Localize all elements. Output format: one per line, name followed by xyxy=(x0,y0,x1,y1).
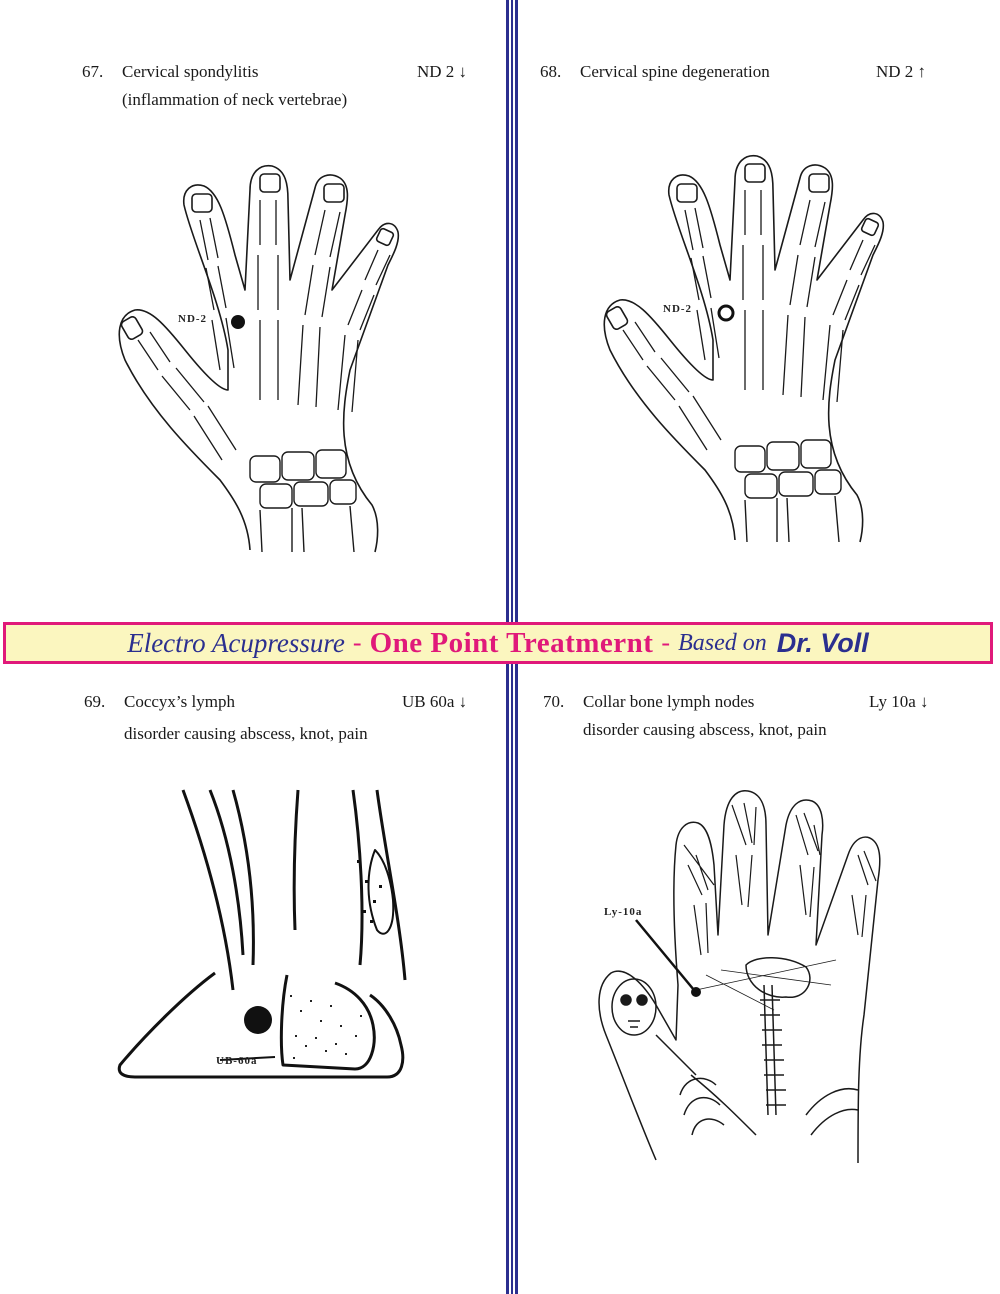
entry-number: 69. xyxy=(84,692,106,711)
palm-skeleton-illustration: Ly-10a xyxy=(598,790,881,1164)
point-label: UB-60a xyxy=(216,1055,257,1067)
hand-skeleton-illustration: ND-2 xyxy=(118,164,400,553)
point-code: Ly 10a ↓ xyxy=(869,692,929,711)
ankle-point-marker: UB-60a xyxy=(216,1006,272,1067)
banner-separator: - xyxy=(661,628,671,657)
banner-text-based-on: Based on xyxy=(678,629,767,656)
entry-70: 70. Collar bone lymph nodes disorder cau… xyxy=(543,688,963,748)
point-code: ND 2 ↓ xyxy=(417,62,468,81)
entry-subtitle: (inflammation of neck vertebrae) xyxy=(122,90,348,109)
entry-67: 67. Cervical spondylitis (inflammation o… xyxy=(82,58,482,118)
entry-title: Coccyx’s lymph xyxy=(124,692,235,711)
entry-68: 68. Cervical spine degeneration ND 2 ↑ xyxy=(540,58,960,88)
entry-number: 70. xyxy=(543,692,565,711)
banner-text-dr-voll: Dr. Voll xyxy=(776,627,869,658)
ankle-foot-illustration xyxy=(181,789,407,991)
title-banner: Electro Acupressure - One Point Treatmer… xyxy=(3,622,993,664)
banner-text-one-point: One Point Treatmernt xyxy=(369,626,654,659)
entry-subtitle: disorder causing abscess, knot, pain xyxy=(583,720,827,739)
point-label: Ly-10a xyxy=(604,906,642,918)
entry-title: Cervical spondylitis xyxy=(122,62,259,81)
entry-title: Collar bone lymph nodes xyxy=(583,692,755,711)
point-label: ND-2 xyxy=(663,303,692,315)
banner-separator: - xyxy=(352,628,362,657)
hand-skeleton-illustration: ND-2 xyxy=(603,154,885,543)
entry-number: 67. xyxy=(82,62,104,81)
point-code: UB 60a ↓ xyxy=(402,692,468,711)
entry-subtitle: disorder causing abscess, knot, pain xyxy=(124,724,368,743)
banner-text-electro: Electro Acupressure xyxy=(127,627,345,658)
point-label: ND-2 xyxy=(178,313,207,325)
entry-number: 68. xyxy=(540,62,562,81)
entry-69: 69. Coccyx’s lymph disorder causing absc… xyxy=(84,688,484,748)
entry-title: Cervical spine degeneration xyxy=(580,62,770,81)
heel-illustration xyxy=(117,971,405,1079)
point-code: ND 2 ↑ xyxy=(876,62,927,81)
